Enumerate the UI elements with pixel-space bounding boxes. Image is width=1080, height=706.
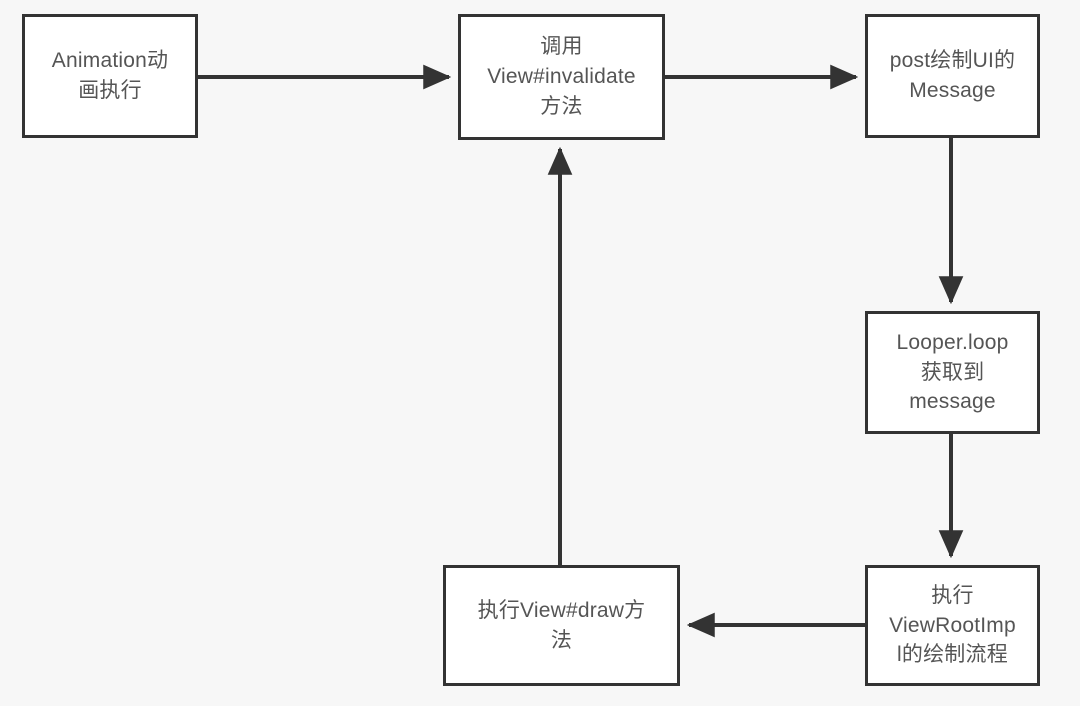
node-viewrootimpl[interactable]: 执行 ViewRootImp l的绘制流程 [865, 565, 1040, 686]
node-post-message[interactable]: post绘制UI的 Message [865, 14, 1040, 138]
node-view-draw-label: 执行View#draw方 法 [477, 598, 646, 652]
node-invalidate-label: 调用 View#invalidate 方法 [487, 35, 636, 118]
node-animation[interactable]: Animation动 画执行 [22, 14, 198, 138]
node-viewrootimpl-label: 执行 ViewRootImp l的绘制流程 [889, 583, 1016, 667]
node-view-draw[interactable]: 执行View#draw方 法 [443, 565, 680, 686]
node-invalidate[interactable]: 调用 View#invalidate 方法 [458, 14, 665, 140]
node-looper-loop-label: Looper.loop 获取到 message [896, 330, 1009, 414]
node-animation-label: Animation动 画执行 [51, 49, 169, 102]
node-post-message-label: post绘制UI的 Message [889, 49, 1016, 102]
node-looper-loop[interactable]: Looper.loop 获取到 message [865, 311, 1040, 434]
